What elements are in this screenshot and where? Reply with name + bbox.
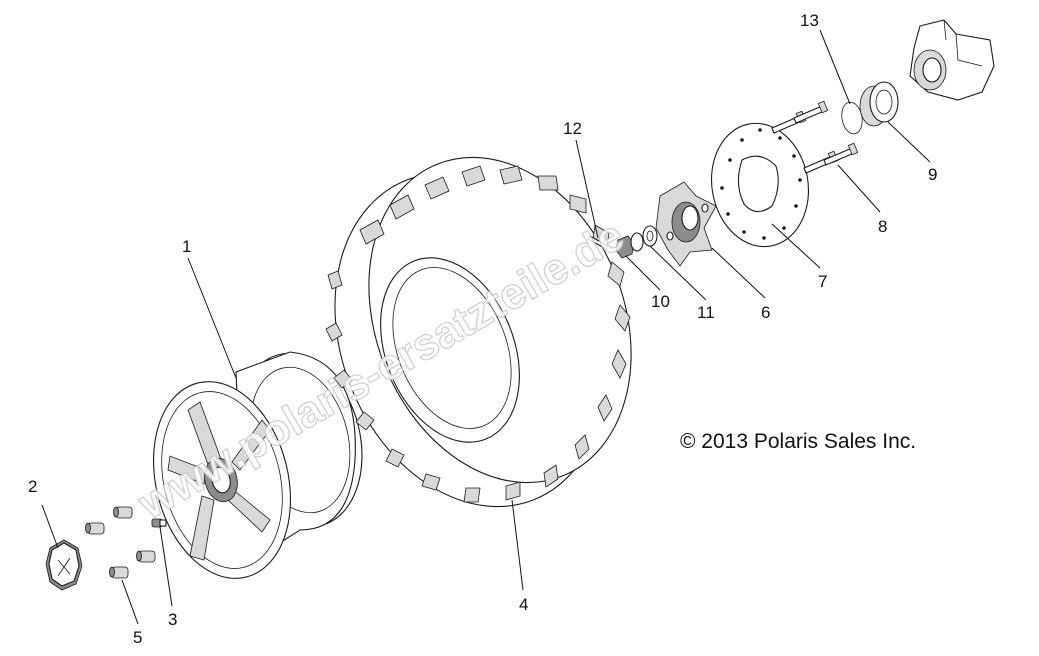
brake-bolts: [771, 100, 859, 174]
wheel-bearing: [859, 81, 899, 127]
wheel-rim: [152, 351, 363, 579]
callout-3: 3: [168, 610, 177, 629]
callout-5: 5: [133, 628, 142, 647]
axle-nut: [615, 235, 635, 259]
callout-labels: 1 2 3 4 5 6 7 8 9 10 11 12 13: [28, 11, 937, 647]
cotter-pin: [587, 235, 609, 250]
leader-10: [625, 255, 661, 291]
leader-9: [887, 121, 931, 163]
leader-11: [649, 245, 707, 301]
callout-12: 12: [563, 119, 582, 138]
leader-6: [711, 247, 766, 299]
leader-4: [511, 499, 524, 591]
callout-9: 9: [928, 165, 937, 184]
copyright-notice: © 2013 Polaris Sales Inc.: [680, 430, 916, 453]
valve-stem: [151, 518, 167, 528]
leader-lines: [41, 29, 931, 625]
callout-6: 6: [761, 303, 770, 322]
leader-12: [575, 139, 599, 239]
wheel-hub: [655, 181, 717, 267]
tire: [325, 156, 632, 508]
callout-7: 7: [818, 272, 827, 291]
callout-10: 10: [651, 292, 670, 311]
leader-1: [187, 257, 237, 379]
callout-1: 1: [182, 237, 191, 256]
callout-13: 13: [800, 11, 819, 30]
callout-4: 4: [519, 595, 528, 614]
callout-11: 11: [697, 303, 715, 322]
hub-cap: [45, 539, 83, 591]
leader-13: [819, 29, 851, 105]
lug-nuts: [85, 506, 156, 579]
leader-7: [771, 223, 821, 269]
leader-3: [159, 526, 173, 607]
leader-5: [121, 579, 139, 625]
callout-2: 2: [28, 477, 37, 496]
brake-disc: [710, 122, 810, 248]
leader-8: [837, 164, 881, 213]
leader-2: [41, 504, 59, 549]
steering-knuckle: [909, 19, 995, 101]
washers: [630, 225, 658, 252]
callout-8: 8: [878, 217, 887, 236]
